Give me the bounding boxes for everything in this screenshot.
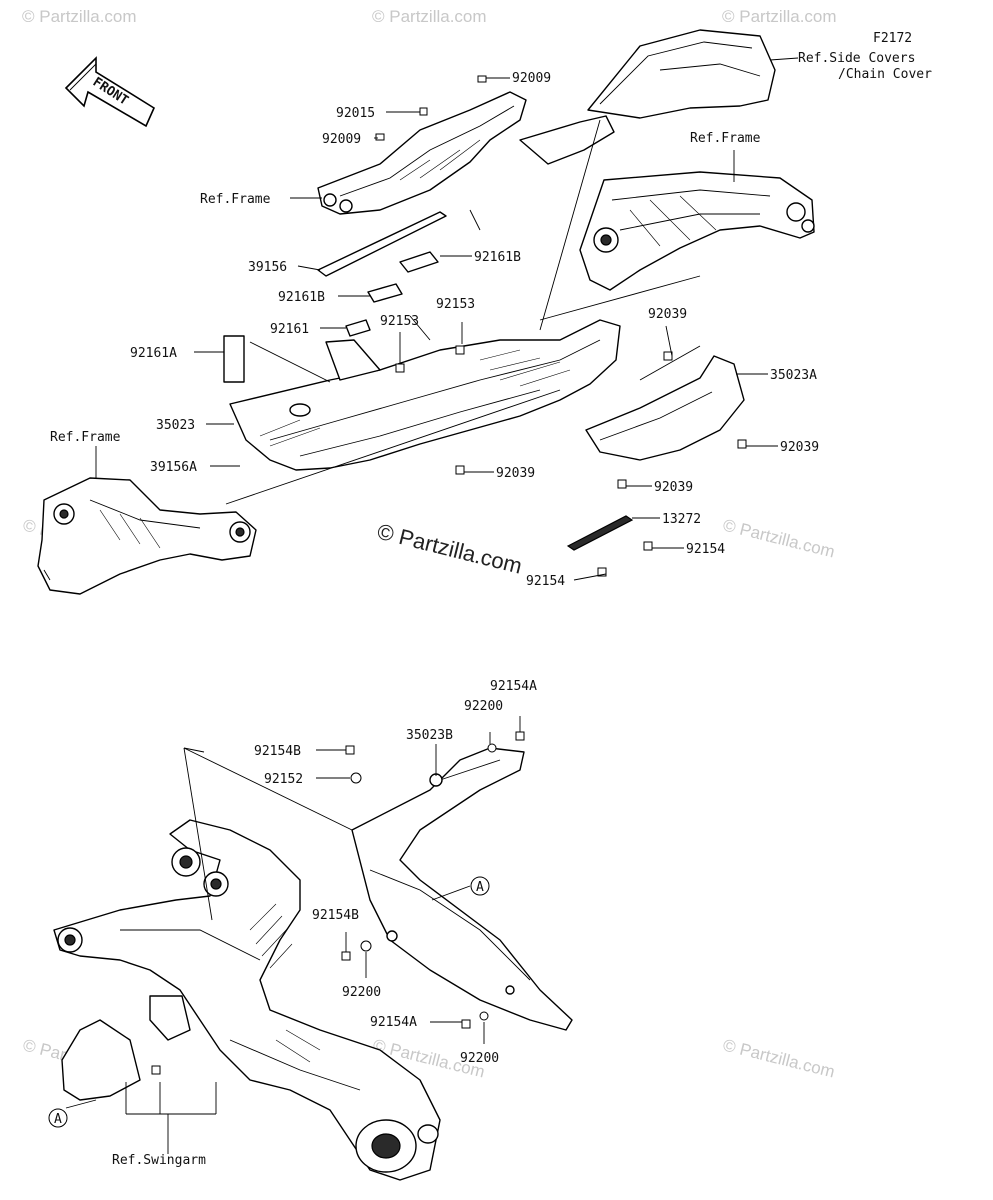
callout-39156A: 39156A <box>150 460 197 475</box>
callout-35023: 35023 <box>156 418 195 433</box>
callout-92015: 92015 <box>336 106 375 121</box>
undertray-part <box>229 319 621 471</box>
frame-ref-top-right <box>579 171 815 291</box>
callout-92161: 92161 <box>270 322 309 337</box>
watermark: © Partzilla.com <box>372 7 487 26</box>
diagram-code: F2172 <box>873 31 912 46</box>
callout-92039: 92039 <box>780 440 819 455</box>
callout-92200: 92200 <box>342 985 381 1000</box>
callout-35023A: 35023A <box>770 368 817 383</box>
ref-side-covers-label: Ref.Side Covers <box>798 51 915 66</box>
cover-35023A-part <box>585 355 745 461</box>
watermark: © Partzilla.com <box>722 7 837 26</box>
callout-92039: 92039 <box>654 480 693 495</box>
callout-92154B: 92154B <box>312 908 359 923</box>
callout-92154B: 92154B <box>254 744 301 759</box>
callout-92153: 92153 <box>436 297 475 312</box>
watermark-center: © Partzilla.com <box>375 519 525 579</box>
callout-92154A: 92154A <box>490 679 537 694</box>
callout-92153: 92153 <box>380 314 419 329</box>
ref-frame-label-top-left: Ref.Frame <box>200 192 271 207</box>
leader-lines <box>65 57 799 1154</box>
callout-92154: 92154 <box>526 574 565 589</box>
bracket-a-part <box>61 1019 141 1101</box>
pad-92161B-left <box>367 283 403 303</box>
callout-92200: 92200 <box>464 699 503 714</box>
callout-39156: 39156 <box>248 260 287 275</box>
callout-92161B: 92161B <box>278 290 325 305</box>
decal-13272 <box>566 515 634 551</box>
marker-a-label: A <box>54 1112 62 1127</box>
callout-92200: 92200 <box>460 1051 499 1066</box>
pad-92161 <box>345 319 371 337</box>
bolts-top <box>375 75 747 577</box>
callout-92039: 92039 <box>496 466 535 481</box>
chain-guard-35023B-part <box>351 747 573 1031</box>
pad-92161A <box>223 335 245 383</box>
watermark: © Partzilla.com <box>721 515 837 561</box>
marker-a-right: A <box>470 876 490 896</box>
ref-swingarm-label: Ref.Swingarm <box>112 1153 206 1168</box>
ref-frame-label-top-right: Ref.Frame <box>690 131 761 146</box>
callout-92009: 92009 <box>322 132 361 147</box>
strip-39156 <box>317 211 447 277</box>
watermark: © Partzilla.com <box>22 7 137 26</box>
watermark: © Partzilla.com <box>721 1035 837 1081</box>
swingarm-part <box>53 819 441 1181</box>
ref-frame-label-left: Ref.Frame <box>50 430 121 445</box>
side-cover-ref-part <box>519 29 776 165</box>
callout-92039: 92039 <box>648 307 687 322</box>
callout-92152: 92152 <box>264 772 303 787</box>
marker-a-label: A <box>476 880 484 895</box>
front-arrow: FRONT <box>64 56 156 128</box>
callout-92009: 92009 <box>512 71 551 86</box>
callout-35023B: 35023B <box>406 728 453 743</box>
callout-92154: 92154 <box>686 542 725 557</box>
ref-chain-cover-label: /Chain Cover <box>838 67 932 82</box>
callout-92154A: 92154A <box>370 1015 417 1030</box>
upper-bracket-part <box>317 91 527 215</box>
callout-92161B: 92161B <box>474 250 521 265</box>
pad-92161B-right <box>399 251 439 273</box>
callout-13272: 13272 <box>662 512 701 527</box>
marker-a-left: A <box>48 1108 68 1128</box>
frame-ref-left <box>37 477 257 595</box>
callout-92161A: 92161A <box>130 346 177 361</box>
